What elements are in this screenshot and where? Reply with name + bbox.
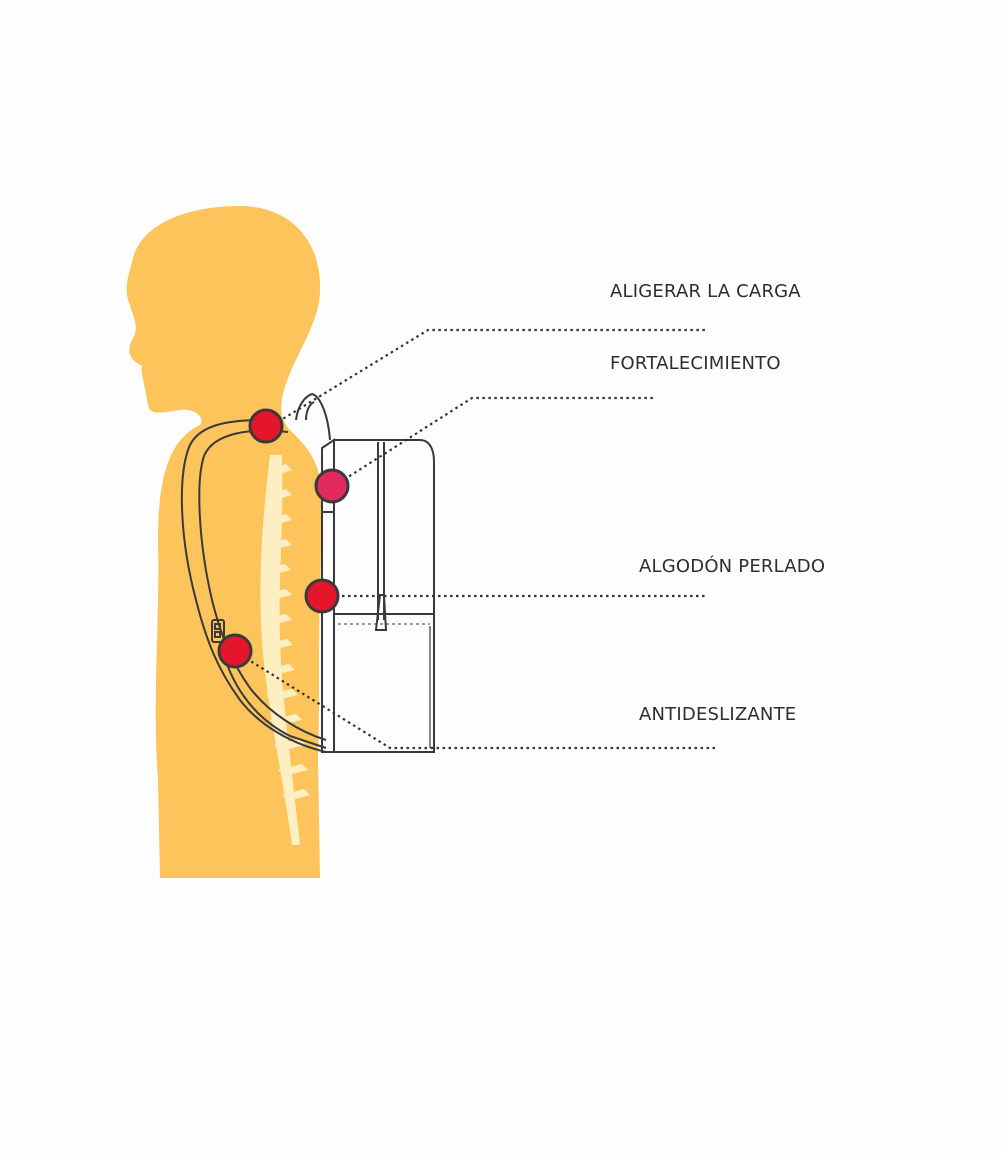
marker-fortalecimiento xyxy=(314,468,350,504)
marker-antideslizante xyxy=(217,633,253,669)
label-fortalecimiento: FORTALECIMIENTO xyxy=(610,353,781,374)
leader-lines xyxy=(235,328,716,750)
leader-line-fortalecimiento xyxy=(333,396,654,487)
marker-algodon xyxy=(304,578,340,614)
label-aligerar-la-carga: ALIGERAR LA CARGA xyxy=(610,281,801,302)
label-antideslizante: ANTIDESLIZANTE xyxy=(639,704,797,725)
backpack-outline-icon xyxy=(180,392,435,753)
leader-line-aligerar xyxy=(267,328,708,429)
leader-line-antideslizante xyxy=(235,651,716,750)
markers xyxy=(217,408,350,669)
marker-aligerar xyxy=(248,408,284,444)
person-silhouette-icon xyxy=(126,206,323,878)
label-algodon-perlado: ALGODÓN PERLADO xyxy=(639,556,826,577)
spine-icon xyxy=(260,455,310,845)
